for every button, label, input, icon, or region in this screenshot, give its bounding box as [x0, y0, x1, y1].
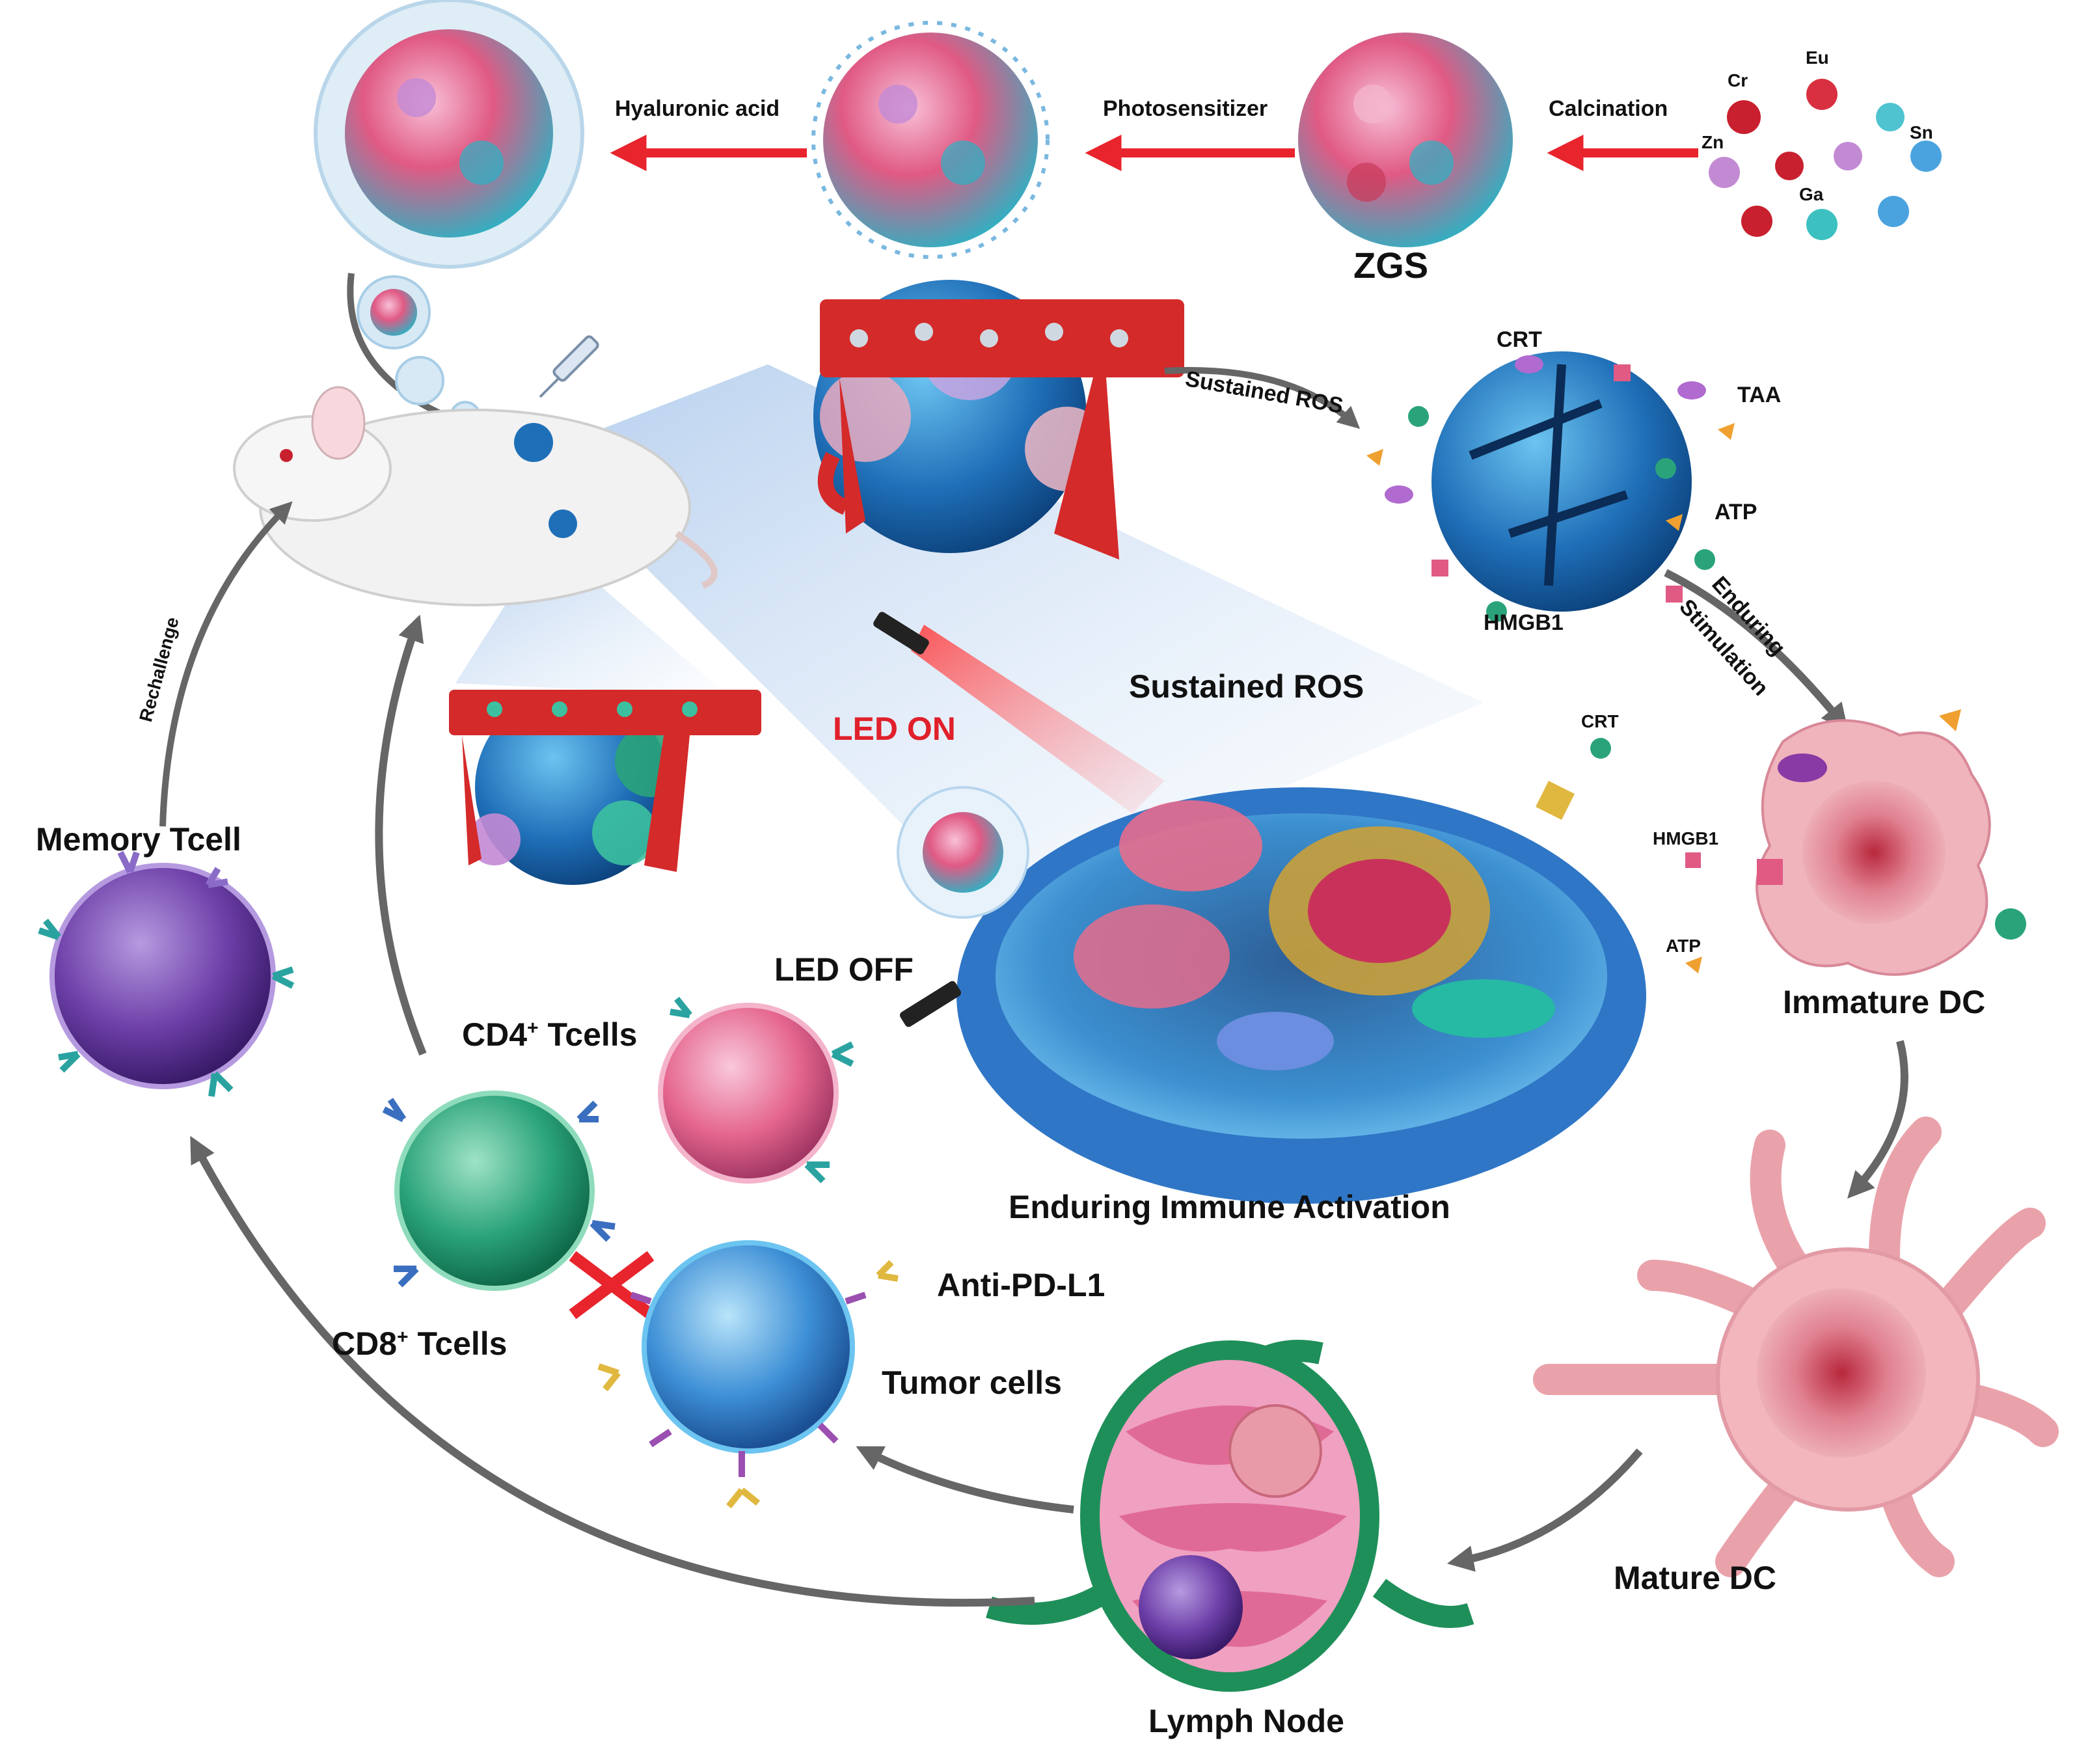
- cell-damp-atp: ATP: [1666, 936, 1701, 956]
- tumor-cell-large: [956, 787, 1646, 1204]
- mouse: [233, 335, 718, 606]
- tumor-magnify-beam: [534, 364, 1484, 911]
- element-cr: Cr: [1728, 70, 1748, 90]
- element-eu: Eu: [1806, 47, 1829, 68]
- anti-pdl1-label: Anti-PD-L1: [937, 1267, 1105, 1303]
- step-calcination: Calcination: [1549, 96, 1668, 121]
- cell-damp-crt: CRT: [1581, 711, 1619, 731]
- block-mark: [569, 1251, 655, 1320]
- mature-dc-label: Mature DC: [1614, 1560, 1777, 1596]
- enduring-arrow: [1664, 569, 1849, 731]
- tumor-vessel-lower: [449, 690, 761, 885]
- lymph-to-memory-arrow: [190, 1135, 1035, 1607]
- ha-nanoparticle: [314, 0, 584, 269]
- zgs-nanoparticle: [1298, 33, 1513, 247]
- element-zn: Zn: [1702, 132, 1724, 152]
- rechallenge-arrow: [159, 501, 293, 827]
- mature-to-lymph-arrow: [1446, 1448, 1643, 1572]
- nanoparticle-bubble: [897, 786, 1029, 919]
- cd8-tcell: [382, 1091, 616, 1291]
- step-hyaluronic-acid: Hyaluronic acid: [615, 96, 780, 121]
- element-ga: Ga: [1799, 184, 1824, 204]
- immature-to-mature-arrow: [1847, 1040, 1908, 1199]
- injection-path: [347, 273, 490, 437]
- cd4-tcell: [658, 996, 854, 1184]
- cd8-tcells-label: CD8+ Tcells: [332, 1325, 508, 1362]
- damp-hmgb1: HMGB1: [1484, 610, 1564, 635]
- ros-arrow: [1164, 367, 1361, 429]
- cd4-tcells-label: CD4+ Tcells: [462, 1016, 638, 1053]
- damp-crt: CRT: [1497, 327, 1542, 352]
- lymph-node: [986, 1340, 1474, 1692]
- ps-nanoparticle: [811, 21, 1050, 259]
- tumor-cell-small: [597, 1240, 899, 1509]
- led-on-label: LED ON: [833, 711, 956, 747]
- sustained-ros-large: Sustained ROS: [1129, 668, 1364, 705]
- flashlight-off-icon: [899, 981, 962, 1027]
- immature-dc-label: Immature DC: [1783, 984, 1986, 1020]
- tumor-vessel-upper: [813, 280, 1184, 560]
- lymph-to-tumor-arrow: [856, 1446, 1074, 1513]
- memory-tcell-label: Memory Tcell: [36, 821, 241, 858]
- fractured-tumor: [1366, 351, 1735, 622]
- cell-side-damps: [1536, 738, 1702, 973]
- tcell-to-mouse-arrow: [375, 614, 427, 1056]
- memory-tcell: [38, 850, 295, 1097]
- syringe-icon: [539, 335, 599, 398]
- step-photosensitizer: Photosensitizer: [1103, 96, 1268, 121]
- damp-atp: ATP: [1715, 500, 1757, 524]
- immature-dc: [1756, 709, 2026, 976]
- enduring-immune-label: Enduring Immune Activation: [1009, 1189, 1450, 1225]
- element-sn: Sn: [1910, 122, 1933, 142]
- tumor-cells-label: Tumor cells: [882, 1364, 1062, 1401]
- flashlight-on-icon: [873, 612, 929, 655]
- damp-taa: TAA: [1737, 383, 1782, 407]
- cell-damp-hmgb1: HMGB1: [1653, 828, 1719, 848]
- element-dots: [1709, 79, 1942, 240]
- zgs-label: ZGS: [1353, 245, 1429, 286]
- led-off-label: LED OFF: [774, 951, 914, 988]
- mature-dc: [1533, 1117, 2059, 1577]
- lymph-node-label: Lymph Node: [1148, 1703, 1344, 1739]
- led-beam: [911, 625, 1165, 813]
